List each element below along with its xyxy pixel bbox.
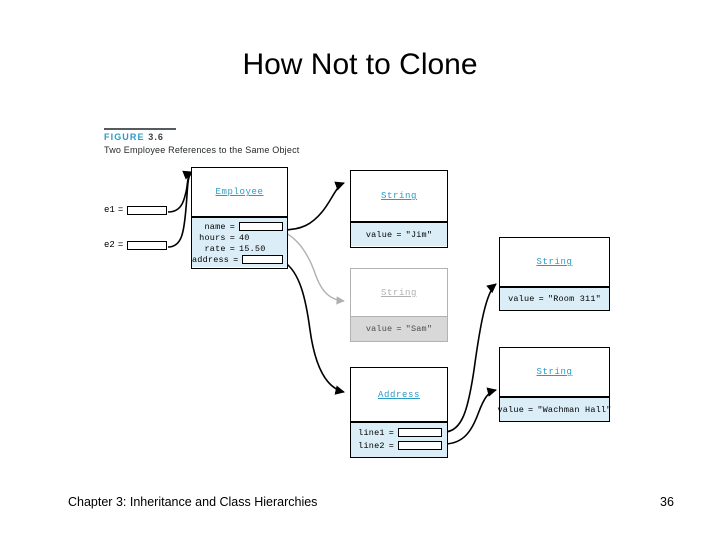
field-equals: = xyxy=(538,294,544,304)
field-value: 15.50 xyxy=(239,243,266,254)
string-jim-fields: value = "Jim" xyxy=(351,223,447,246)
field-label: rate xyxy=(204,243,226,254)
field-value: "Wachman Hall" xyxy=(537,404,612,415)
employee-header: Employee xyxy=(192,168,287,218)
field-equals: = xyxy=(396,229,402,240)
figure-label-number: 3.6 xyxy=(144,132,165,142)
string-room-fields: value = "Room 311" xyxy=(500,288,609,310)
string-sam-field-value: value = "Sam" xyxy=(366,324,432,335)
figure-label: FIGURE 3.6 xyxy=(104,132,364,143)
field-value: "Jim" xyxy=(405,229,433,240)
address-line2-ref-slot xyxy=(398,441,442,450)
employee-field-name: name = xyxy=(192,221,287,232)
variable-e1-equals: = xyxy=(117,205,124,215)
string-room-class-name: String xyxy=(536,257,573,267)
object-box-string-wachman: String value = "Wachman Hall" xyxy=(497,347,611,422)
field-label: value xyxy=(365,324,393,334)
employee-field-address: address = xyxy=(192,254,287,265)
page-title: How Not to Clone xyxy=(242,48,478,81)
footer-chapter-text: Chapter 3: Inheritance and Class Hierarc… xyxy=(68,495,318,509)
employee-field-rate: rate = 15.50 xyxy=(192,243,287,254)
field-value: 40 xyxy=(239,232,250,243)
employee-name-ref-slot xyxy=(239,222,283,231)
object-box-address: Address line1 = line2 = xyxy=(350,367,448,458)
string-jim-class-name: String xyxy=(380,191,417,201)
string-jim-header: String xyxy=(351,171,447,223)
string-wachman-header: String xyxy=(500,348,609,398)
address-fields: line1 = line2 = xyxy=(351,423,447,457)
string-wachman-fields: value = "Wachman Hall" xyxy=(497,398,611,421)
string-room-field-value: value = "Room 311" xyxy=(508,294,601,305)
variable-e1: e1 = xyxy=(104,205,168,215)
figure-heading: FIGURE 3.6 Two Employee References to th… xyxy=(104,128,364,156)
arrow-name-to-string-jim xyxy=(281,181,345,231)
address-class-name: Address xyxy=(377,389,420,400)
arrow-address-to-address-object xyxy=(283,261,345,395)
field-value: "Room 311" xyxy=(547,294,601,304)
variable-e2-ref-slot xyxy=(127,240,168,250)
field-equals: = xyxy=(229,243,235,254)
string-sam-fields: value = "Sam" xyxy=(351,317,447,341)
variable-e2: e2 = xyxy=(104,240,168,250)
arrow-e1-to-employee xyxy=(167,170,193,213)
field-equals: = xyxy=(388,440,394,451)
employee-field-hours: hours = 40 xyxy=(192,232,287,243)
field-label: value xyxy=(365,229,393,240)
variable-e2-name: e2 xyxy=(104,240,115,250)
field-equals: = xyxy=(528,404,534,415)
address-field-line2: line2 = xyxy=(351,439,447,452)
address-header: Address xyxy=(351,368,447,423)
string-wachman-field-value: value = "Wachman Hall" xyxy=(497,404,611,415)
string-sam-class-name: String xyxy=(380,287,417,298)
address-line1-ref-slot xyxy=(398,428,442,437)
figure-label-word: FIGURE xyxy=(104,132,145,142)
string-wachman-class-name: String xyxy=(536,367,573,377)
address-field-line1: line1 = xyxy=(351,426,447,439)
object-box-string-sam-discarded: String value = "Sam" xyxy=(350,268,448,342)
employee-class-name: Employee xyxy=(215,187,264,197)
field-label: address xyxy=(192,254,230,265)
field-equals: = xyxy=(233,254,239,265)
field-label: hours xyxy=(199,232,226,243)
employee-address-ref-slot xyxy=(242,255,284,264)
field-value: "Sam" xyxy=(405,324,433,334)
footer-page-number: 36 xyxy=(660,495,674,509)
field-equals: = xyxy=(396,324,402,334)
figure-rule xyxy=(104,128,176,130)
variable-e1-name: e1 xyxy=(104,205,115,215)
object-box-string-jim: String value = "Jim" xyxy=(350,170,448,248)
arrow-line2-to-string-wachman xyxy=(443,387,497,445)
string-sam-header: String xyxy=(351,269,447,317)
arrow-e2-to-employee xyxy=(167,172,193,248)
figure-caption: Two Employee References to the Same Obje… xyxy=(104,145,300,155)
field-label: value xyxy=(497,404,524,415)
object-box-string-room: String value = "Room 311" xyxy=(499,237,610,311)
arrow-name-to-string-sam-discarded xyxy=(283,231,345,305)
field-label: value xyxy=(508,294,535,304)
field-equals: = xyxy=(229,232,235,243)
arrow-line1-to-string-room xyxy=(443,283,497,433)
employee-fields: name = hours = 40 rate = 15.50 address = xyxy=(192,218,287,267)
string-room-header: String xyxy=(500,238,609,288)
field-label: name xyxy=(204,221,226,232)
variable-e2-equals: = xyxy=(117,240,124,250)
field-equals: = xyxy=(229,221,235,232)
field-equals: = xyxy=(388,427,394,438)
field-label: line2 xyxy=(358,440,385,451)
variable-e1-ref-slot xyxy=(127,205,168,215)
string-jim-field-value: value = "Jim" xyxy=(366,229,432,240)
object-box-employee: Employee name = hours = 40 rate = 15.50 xyxy=(191,167,288,269)
field-label: line1 xyxy=(358,427,385,438)
